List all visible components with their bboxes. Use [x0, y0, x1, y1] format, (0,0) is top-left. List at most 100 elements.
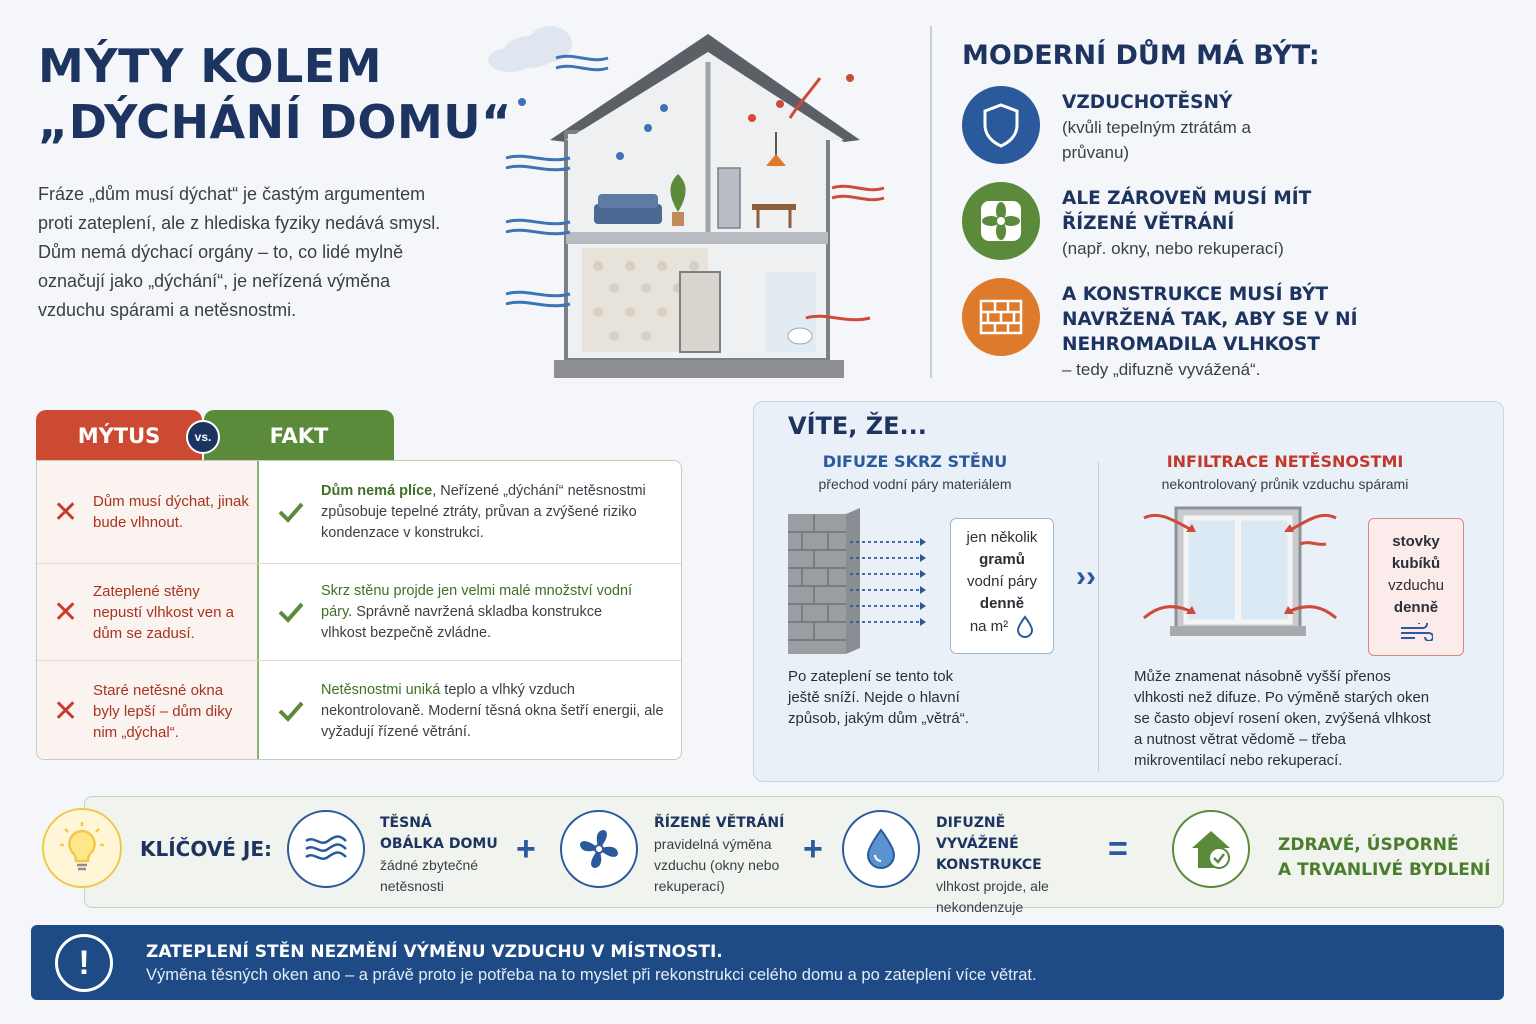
- table-row: ✕ Staré netěsné okna byly lepší – dům di…: [37, 661, 681, 759]
- title-line-2: „DÝCHÁNÍ DOMU“: [38, 95, 512, 149]
- requirements-title: MODERNÍ DŮM MÁ BÝT:: [962, 40, 1320, 71]
- brick-wall-icon: [962, 278, 1040, 356]
- myth-fact-table: ✕ Dům musí dýchat, jinak bude vlhnout. D…: [36, 460, 682, 760]
- table-row: ✕ Dům musí dýchat, jinak bude vlhnout. D…: [37, 461, 681, 563]
- plus-sign: +: [516, 830, 536, 868]
- key-item-ventilation: ŘÍZENÉ VĚTRÁNÍ pravidelná výměna vzduchu…: [654, 813, 794, 897]
- cross-icon: ✕: [53, 694, 79, 728]
- myth-cell: ✕ Staré netěsné okna byly lepší – dům di…: [37, 661, 259, 759]
- wind-icon: [287, 810, 365, 888]
- chevron-right-icon: ››: [1076, 560, 1096, 593]
- key-item-envelope: TĚSNÁ OBÁLKA DOMU žádné zbytečné netěsno…: [380, 813, 500, 897]
- fact-rest: teplo a vlhký vzduch nekontrolovaně. Mod…: [321, 681, 664, 740]
- callout-line: jen několik: [966, 529, 1038, 546]
- fact-highlight: Skrz stěnu projde jen velmi malé množstv…: [321, 582, 633, 620]
- fact-text: Dům nemá plíce, Neřízené „dýchání“ netěs…: [321, 481, 671, 544]
- key-item-sub: pravidelná výměna vzduchu (okny nebo rek…: [654, 836, 780, 894]
- requirement-ventilation: ALE ZÁROVEŇ MUSÍ MÍT ŘÍZENÉ VĚTRÁNÍ (nap…: [962, 182, 1502, 261]
- key-label: KLÍČOVÉ JE:: [140, 837, 273, 861]
- row-divider: [37, 563, 681, 564]
- infiltration-callout: stovky kubíků vzduchu denně: [1368, 518, 1464, 656]
- water-drop-icon: [842, 810, 920, 888]
- requirement-head: A KONSTRUKCE MUSÍ BÝT NAVRŽENÁ TAK, ABY …: [1062, 284, 1358, 355]
- fact-cell: Skrz stěnu projde jen velmi malé množstv…: [259, 564, 681, 660]
- requirement-head: ALE ZÁROVEŇ MUSÍ MÍT ŘÍZENÉ VĚTRÁNÍ: [1062, 188, 1312, 234]
- cross-icon: ✕: [53, 495, 79, 529]
- equals-sign: =: [1108, 830, 1128, 868]
- diffusion-text: Po zateplení se tento tok ještě sníží. N…: [788, 668, 969, 727]
- panel-divider: [1098, 462, 1099, 772]
- result-line: ZDRAVÉ, ÚSPORNÉ: [1278, 835, 1459, 855]
- air-leak-arrows: [1143, 513, 1337, 620]
- cross-icon: ✕: [53, 595, 79, 629]
- infiltration-subtitle: nekontrolovaný průnik vzduchu spárami: [1161, 476, 1409, 492]
- requirement-sub: – tedy „difuzně vyvážená“.: [1062, 360, 1261, 379]
- window-illustration: [1143, 506, 1337, 636]
- fan-icon: [560, 810, 638, 888]
- banner-title: ZATEPLENÍ STĚN NEZMĚNÍ VÝMĚNU VZDUCHU V …: [146, 942, 723, 962]
- requirement-sub: (kvůli tepelným ztrátám a průvanu): [1062, 118, 1251, 162]
- callout-line: kubíků: [1391, 555, 1441, 572]
- requirement-airtight: VZDUCHOTĚSNÝ (kvůli tepelným ztrátám a p…: [962, 86, 1502, 165]
- water-drop-icon: [1017, 615, 1034, 638]
- checkmark-icon: [278, 602, 304, 623]
- myth-text: Dům musí dýchat, jinak bude vlhnout.: [93, 493, 249, 531]
- requirement-sub: (např. okny, nebo rekuperací): [1062, 239, 1284, 258]
- key-item-sub: žádné zbytečné netěsnosti: [380, 857, 479, 894]
- callout-line: na m²: [969, 618, 1009, 635]
- fact-text: Skrz stěnu projde jen velmi malé množstv…: [321, 581, 651, 644]
- bottom-banner: [31, 925, 1504, 1000]
- row-divider: [37, 660, 681, 661]
- infiltration-title: INFILTRACE NETĚSNOSTMI: [1166, 452, 1404, 471]
- page-title: MÝTY KOLEM „DÝCHÁNÍ DOMU“: [38, 38, 512, 150]
- myth-cell: ✕ Zateplené stěny nepustí vlhkost ven a …: [37, 564, 259, 660]
- warm-air-arrows: [788, 77, 885, 322]
- infiltration-text: Může znamenat násobně vyšší přenos vlhko…: [1134, 668, 1431, 769]
- plus-sign: +: [803, 830, 823, 868]
- did-you-know-title: VÍTE, ŽE...: [788, 412, 927, 440]
- result-text: ZDRAVÉ, ÚSPORNÉ A TRVANLIVÉ BYDLENÍ: [1278, 833, 1490, 883]
- house-check-icon: [1172, 810, 1250, 888]
- callout-line: stovky: [1392, 533, 1440, 550]
- diffusion-callout: jen několik gramů vodní páry denně na m²: [950, 518, 1054, 654]
- brick-wall-illustration: [788, 508, 926, 654]
- tab-mytus: MÝTUS: [36, 410, 202, 462]
- key-item-head: TĚSNÁ OBÁLKA DOMU: [380, 815, 498, 852]
- banner-text: Výměna těsných oken ano – a právě proto …: [146, 966, 1037, 984]
- fact-cell: Dům nemá plíce, Neřízené „dýchání“ netěs…: [259, 461, 681, 563]
- intro-paragraph: Fráze „dům musí dýchat“ je častým argume…: [38, 184, 441, 320]
- fact-highlight: Netěsnostmi uniká: [321, 681, 441, 698]
- callout-line: vzduchu: [1388, 577, 1444, 594]
- checkmark-icon: [278, 502, 304, 523]
- key-item-diffusion: DIFUZNĚ VYVÁŽENÉ KONSTRUKCE vlhkost proj…: [936, 813, 1086, 918]
- myth-text: Zateplené stěny nepustí vlhkost ven a dů…: [93, 582, 234, 642]
- shield-icon: [962, 86, 1040, 164]
- key-item-head: ŘÍZENÉ VĚTRÁNÍ: [654, 815, 785, 831]
- wind-icon: [1401, 619, 1434, 642]
- myth-text: Staré netěsné okna byly lepší – dům diky…: [93, 681, 233, 741]
- myth-cell: ✕ Dům musí dýchat, jinak bude vlhnout.: [37, 461, 259, 563]
- requirement-construction: A KONSTRUKCE MUSÍ BÝT NAVRŽENÁ TAK, ABY …: [962, 278, 1502, 382]
- exclamation-icon: !: [55, 934, 113, 992]
- fact-text: Netěsnostmi uniká teplo a vlhký vzduch n…: [321, 680, 671, 743]
- diffusion-subtitle: přechod vodní páry materiálem: [818, 476, 1012, 492]
- callout-line: vodní páry: [966, 573, 1038, 590]
- fan-icon: [962, 182, 1040, 260]
- house-illustration: [488, 26, 885, 378]
- result-line: A TRVANLIVÉ BYDLENÍ: [1278, 860, 1491, 880]
- requirement-head: VZDUCHOTĚSNÝ: [1062, 92, 1233, 113]
- lightbulb-icon: [42, 808, 122, 888]
- cold-air-arrows: [505, 54, 609, 308]
- fact-rest: , Neřízené „dýchání“ netěsnostmi způsobu…: [321, 482, 646, 541]
- fact-highlight: Dům nemá plíce: [321, 482, 433, 499]
- tab-fakt: FAKT: [204, 410, 394, 462]
- table-row: ✕ Zateplené stěny nepustí vlhkost ven a …: [37, 564, 681, 660]
- key-item-head: DIFUZNĚ VYVÁŽENÉ KONSTRUKCE: [936, 815, 1042, 873]
- fact-rest: . Správně navržená skladba konstrukce vl…: [321, 603, 603, 641]
- title-line-1: MÝTY KOLEM: [38, 39, 382, 93]
- diffusion-title: DIFUZE SKRZ STĚNU: [822, 452, 1008, 471]
- callout-line: gramů: [979, 551, 1025, 568]
- vs-badge: vs.: [186, 420, 220, 454]
- checkmark-icon: [278, 701, 304, 722]
- callout-line: denně: [1393, 599, 1439, 616]
